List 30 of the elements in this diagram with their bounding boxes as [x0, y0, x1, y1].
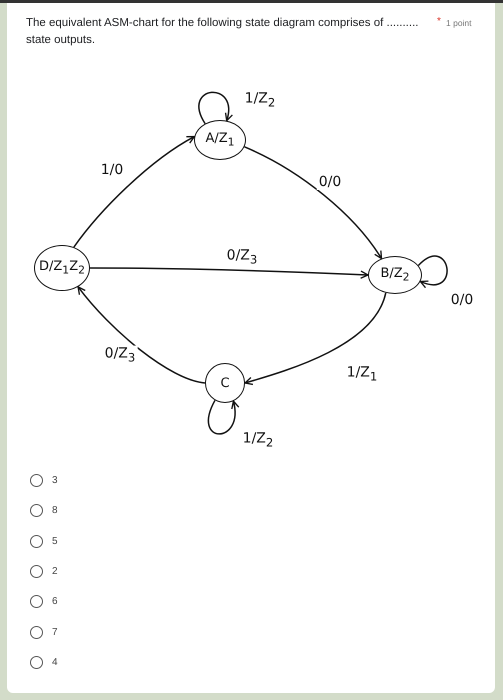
edge-label: 0/Z$_{3}$ — [224, 248, 260, 266]
transition-arrow — [73, 136, 196, 248]
option-text: 6 — [52, 596, 58, 608]
option-text: 2 — [52, 566, 58, 577]
transition-arrow — [90, 267, 369, 279]
edge-label: 0/0 — [316, 174, 344, 190]
required-mark: * — [437, 16, 441, 27]
state-label: C — [220, 376, 230, 390]
state-label: B/Z$_{2}$ — [380, 266, 410, 284]
option-text: 5 — [52, 536, 58, 547]
transition-arrow — [244, 146, 382, 260]
edge-label: 0/Z$_{3}$ — [102, 346, 138, 364]
state-label: D/Z$_{1}$Z$_{2}$ — [39, 259, 85, 277]
state-label: A/Z$_{1}$ — [205, 131, 235, 149]
state-circle — [368, 256, 422, 294]
self-loop-arrow — [418, 256, 448, 288]
self-loop-arrow — [208, 400, 239, 435]
option-text: 4 — [52, 656, 58, 668]
transition-arrow — [77, 286, 206, 384]
transition-arrow — [244, 292, 386, 386]
option-text: 3 — [52, 475, 58, 486]
points-label: 1 point — [446, 18, 472, 28]
state-circle — [205, 363, 245, 403]
state-circle — [194, 120, 246, 160]
self-loop-arrow — [198, 92, 232, 124]
option-text: 7 — [52, 626, 58, 638]
state-circle — [34, 245, 90, 291]
option-text: 8 — [52, 505, 58, 516]
question-text: The equivalent ASM-chart for the following state diagram comprises of .......... state outputs. — [26, 16, 420, 48]
edge-label: 0/0 — [448, 292, 476, 308]
